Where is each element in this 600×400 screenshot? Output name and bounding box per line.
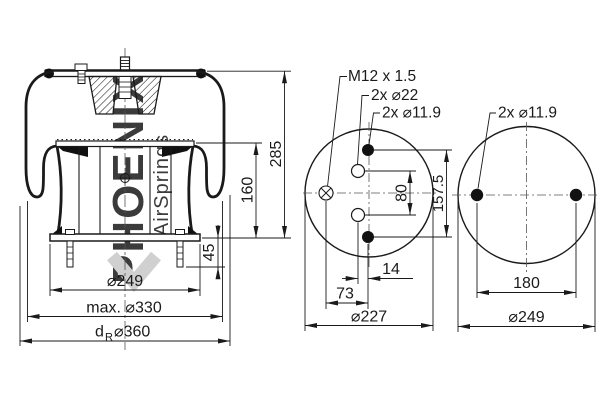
svg-text:285: 285 (268, 141, 285, 168)
plate-view: 80 157.5 14 73 ⌀227 M12 x 1.5 (303, 68, 452, 331)
svg-text:45: 45 (201, 244, 218, 262)
svg-text:M12 x 1.5: M12 x 1.5 (348, 68, 416, 85)
svg-text:R: R (105, 332, 113, 344)
dim-stud-holes-157-5: 157.5 (430, 150, 449, 237)
dim-plate-diameter-227: ⌀227 (304, 198, 434, 331)
svg-text:2x ⌀11.9: 2x ⌀11.9 (498, 105, 557, 122)
svg-text:180: 180 (513, 275, 540, 292)
stud-hole-bottom (362, 231, 374, 243)
side-view: 285 160 45 ⌀249 max. ⌀330 (19, 48, 291, 350)
piston-center-mark (118, 171, 132, 185)
bellows-foot-right (188, 226, 199, 235)
dim-fitting-offset-73: 73 (325, 201, 368, 309)
watermark-chevron-icon (107, 251, 161, 293)
bellows-clamp-right (162, 145, 193, 157)
svg-text:⌀360: ⌀360 (114, 324, 150, 341)
dim-bolt-protrusion-45: 45 (186, 225, 225, 280)
svg-text:max. ⌀330: max. ⌀330 (86, 300, 162, 317)
dim-stud-spacing-180: 180 (477, 275, 576, 295)
svg-text:2x ⌀11.9: 2x ⌀11.9 (382, 105, 441, 122)
svg-text:157.5: 157.5 (430, 175, 447, 213)
svg-text:d: d (95, 324, 104, 341)
svg-text:⌀227: ⌀227 (351, 309, 387, 326)
center-hole-bottom (350, 207, 366, 223)
rubber-bumper (88, 75, 162, 115)
svg-text:73: 73 (336, 286, 354, 303)
bellows-foot-left (51, 226, 62, 235)
svg-text:⌀249: ⌀249 (107, 273, 143, 290)
bellows-outline (24, 70, 226, 238)
piston-base-plate (49, 233, 201, 242)
svg-text:160: 160 (240, 177, 257, 204)
plate-extension-lines (364, 149, 452, 238)
label-center-holes: 2x ⌀22 (357, 87, 418, 165)
air-fitting-section (74, 63, 88, 84)
top-stud (119, 56, 131, 72)
watermark-sub-text: AirSprings (151, 134, 173, 236)
label-piston-stud-holes: 2x ⌀11.9 (477, 105, 557, 189)
air-fitting-hole (318, 185, 334, 201)
svg-text:14: 14 (382, 261, 400, 278)
piston-extension-lines (476, 203, 577, 298)
piston-stud-hole-right (569, 188, 583, 202)
dim-center-holes-80: 80 (394, 171, 413, 215)
dim-max-diameter-330: max. ⌀330 (27, 201, 223, 322)
dim-piston-diameter-249: ⌀249 (49, 244, 201, 296)
mounting-bolt-right (175, 229, 185, 268)
svg-text:⌀249: ⌀249 (508, 309, 544, 326)
dim-piston-diameter-249: ⌀249 (457, 201, 596, 332)
bellows-clamp-left (57, 145, 88, 157)
piston-stud-hole-left (470, 188, 484, 202)
piston-view: 180 ⌀249 2x ⌀11.9 (452, 105, 600, 332)
dim-offset-14: 14 (342, 222, 413, 309)
center-hole-top (350, 163, 366, 179)
mounting-bolt-left (65, 229, 75, 268)
label-air-fitting: M12 x 1.5 (327, 68, 416, 187)
svg-text:2x ⌀22: 2x ⌀22 (371, 87, 418, 104)
dim-total-height-285: 285 (202, 70, 291, 239)
svg-text:80: 80 (394, 184, 411, 202)
dim-dr-diameter-360: d R ⌀360 (19, 195, 231, 346)
stud-hole-top (362, 144, 374, 156)
label-stud-holes: 2x ⌀11.9 (368, 105, 441, 145)
dim-piston-height-160: 160 (196, 142, 262, 238)
piston (49, 139, 201, 242)
